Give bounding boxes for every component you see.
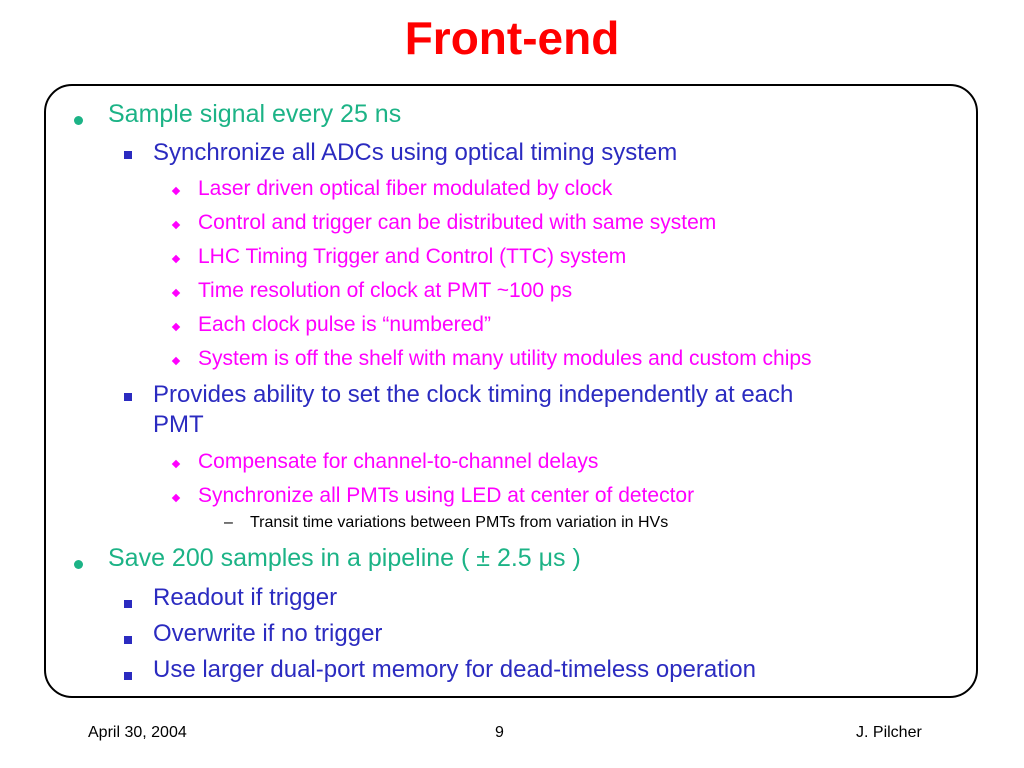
bullet-level2: Provides ability to set the clock timing… [153, 381, 794, 408]
bullet-dash-icon: – [224, 514, 233, 531]
bullet-level3: Time resolution of clock at PMT ~100 ps [198, 279, 573, 302]
bullet-level2: Synchronize all ADCs using optical timin… [153, 139, 678, 166]
bullet-square-icon [124, 393, 132, 401]
footer-date: April 30, 2004 [88, 724, 187, 741]
bullet-dot-icon [74, 116, 83, 125]
bullet-square-icon [124, 600, 132, 608]
bullet-level3: Control and trigger can be distributed w… [198, 211, 717, 234]
bullet-level2: Readout if trigger [153, 584, 338, 611]
bullet-level3: Laser driven optical fiber modulated by … [198, 177, 613, 200]
footer-page-number: 9 [495, 724, 504, 741]
bullet-level2-continuation: PMT [153, 411, 204, 438]
bullet-level3: System is off the shelf with many utilit… [198, 347, 812, 370]
bullet-level3: LHC Timing Trigger and Control (TTC) sys… [198, 245, 627, 268]
bullet-square-icon [124, 151, 132, 159]
bullet-level3: Compensate for channel-to-channel delays [198, 450, 599, 473]
bullet-level4: Transit time variations between PMTs fro… [250, 514, 669, 531]
bullet-level1: Sample signal every 25 ns [108, 100, 402, 128]
bullet-square-icon [124, 672, 132, 680]
bullet-dot-icon [74, 560, 83, 569]
bullet-level2: Overwrite if no trigger [153, 620, 383, 647]
bullet-level3: Synchronize all PMTs using LED at center… [198, 484, 695, 507]
slide-title: Front-end [404, 12, 620, 64]
bullet-level3: Each clock pulse is “numbered” [198, 313, 491, 336]
bullet-square-icon [124, 636, 132, 644]
bullet-level2: Use larger dual-port memory for dead-tim… [153, 656, 756, 683]
footer-author: J. Pilcher [856, 724, 922, 741]
bullet-level1: Save 200 samples in a pipeline ( ± 2.5 μ… [108, 544, 581, 572]
content-frame [44, 84, 978, 698]
